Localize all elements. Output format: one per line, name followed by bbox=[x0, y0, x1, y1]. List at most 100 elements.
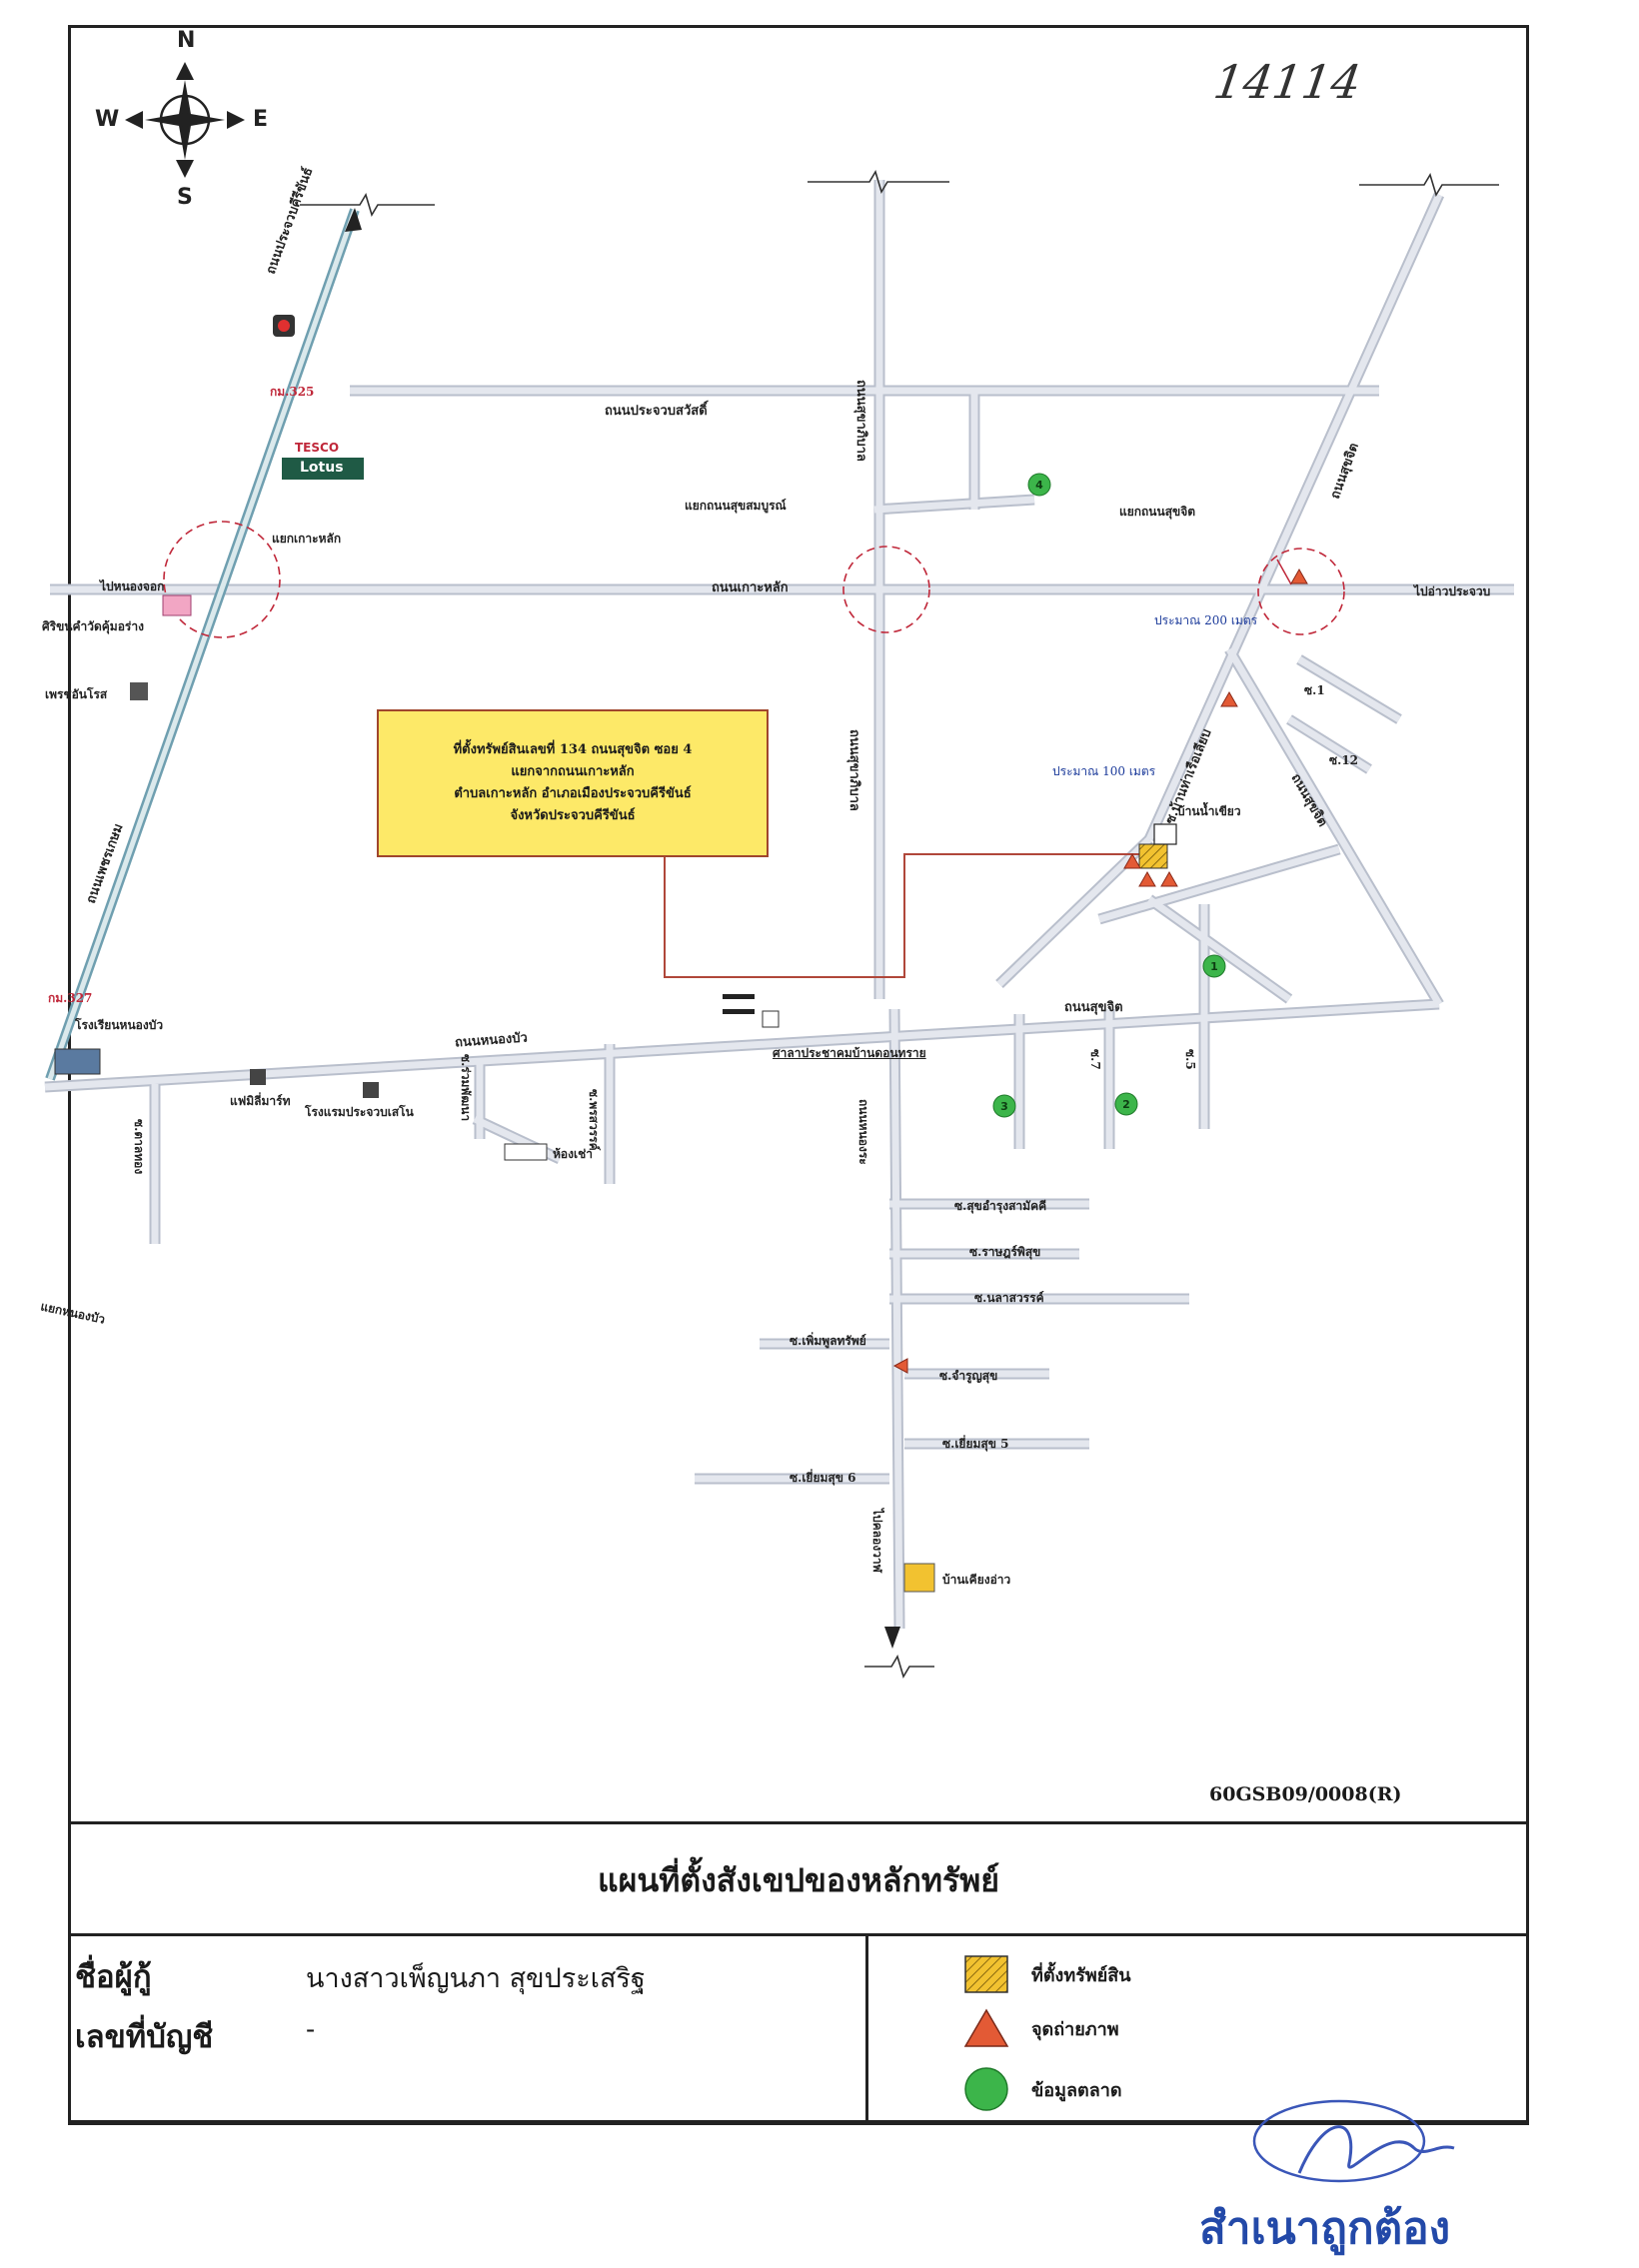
borrower-label: ชื่อผู้กู้ bbox=[75, 1959, 152, 1995]
highway-arrow-icon bbox=[345, 208, 362, 232]
label-to-khlong-wan: ไปคลองวาฬ bbox=[870, 1509, 884, 1573]
map-code: 60GSB09/0008(R) bbox=[1209, 1783, 1402, 1805]
label-store-a: แฟมิลี่มาร์ท bbox=[230, 1094, 291, 1108]
bridge-icon bbox=[723, 994, 755, 999]
compass-rose-icon bbox=[125, 62, 245, 178]
market-point-3: 3 bbox=[1000, 1100, 1008, 1113]
info-box: ชื่อผู้กู้ นางสาวเพ็ญนภา สุขประเสริฐ เลข… bbox=[68, 1933, 1529, 2125]
label-to-nong-khop: ไปหนองจอก bbox=[100, 579, 165, 593]
south-arrow-icon bbox=[884, 1627, 900, 1649]
market-point-2: 2 bbox=[1122, 1098, 1130, 1111]
label-mosque: ศาลาประชาคมบ้านดอนทราย bbox=[773, 1046, 926, 1060]
tesco-lotus-logo bbox=[282, 458, 364, 480]
photo-points bbox=[892, 567, 1308, 1374]
label-ban-kiang-ao: บ้านเคียงอ่าว bbox=[942, 1573, 1011, 1587]
certified-copy-stamp: สำเนาถูกต้อง bbox=[1199, 2203, 1451, 2254]
label-hotel: เพรชอันโรส bbox=[45, 687, 108, 701]
temple-icon bbox=[162, 594, 192, 616]
label-soi-1: ซ.1 bbox=[1304, 683, 1325, 697]
label-soi-a: ซ.สุขอำรุงสามัคคี bbox=[954, 1199, 1047, 1213]
road-label-prachuap-sawat: ถนนประจวบสวัสดิ์ bbox=[605, 404, 708, 419]
legend-market-label: ข้อมูลตลาด bbox=[1031, 2079, 1122, 2101]
map-title: แผนที่ตั้งสังเขปของหลักทรัพย์ bbox=[598, 1860, 999, 1899]
account-value: - bbox=[306, 2014, 316, 2045]
market-data-points bbox=[992, 473, 1226, 1118]
label-soi-7: ซ.7 bbox=[1088, 1049, 1102, 1070]
label-soi-12: ซ.12 bbox=[1329, 753, 1359, 767]
road-network bbox=[44, 180, 1514, 1630]
callout-leader-line bbox=[664, 853, 1139, 978]
triangle-icon bbox=[963, 2008, 1009, 2047]
info-divider bbox=[865, 1936, 868, 2122]
label-to-ao-prachuap: ไปอ่าวประจวบ bbox=[1414, 584, 1491, 598]
signature-scribble bbox=[1252, 2099, 1455, 2183]
road-label-sukhaphiban-2: ถนนสุขาภิบาล bbox=[846, 729, 861, 811]
road-label-sukhaphiban: ถนนสุขาภิบาล bbox=[853, 380, 868, 462]
location-map: 1 2 3 4 bbox=[44, 62, 1514, 1679]
label-yaek-suksamoen: แยกถนนสุขสมบูรณ์ bbox=[685, 499, 787, 513]
label-yaek-sukchit: แยกถนนสุขจิต bbox=[1119, 505, 1196, 519]
callout-line-2: แยกจากถนนเกาะหลัก bbox=[511, 764, 635, 779]
label-approx-100: ประมาณ 100 เมตร bbox=[1052, 764, 1156, 778]
market-point-1: 1 bbox=[1210, 960, 1218, 973]
bridge-icon-2 bbox=[723, 1009, 755, 1014]
callout-line-3: ตำบลเกาะหลัก อำเภอเมืองประจวบคีรีขันธ์ bbox=[454, 786, 692, 801]
label-room-rent: ห้องเช่า bbox=[553, 1147, 593, 1161]
pointer-arrow-line bbox=[1276, 559, 1292, 585]
hotel-icon bbox=[130, 682, 148, 700]
legend-property-label: ที่ตั้งทรัพย์สิน bbox=[1031, 1964, 1131, 1986]
label-lotus: Lotus bbox=[300, 460, 344, 476]
road-break-marks bbox=[300, 170, 1499, 1679]
green-circle-icon bbox=[964, 2067, 1008, 2111]
property-callout: ที่ตั้งทรัพย์สินเลขที่ 134 ถนนสุขจิต ซอย… bbox=[377, 709, 769, 857]
room-rent-icon bbox=[504, 1143, 548, 1161]
road-label-soi-thai: ถนนหนองระ bbox=[856, 1099, 870, 1165]
label-school: โรงเรียนหนองบัว bbox=[75, 1018, 164, 1032]
label-km325: กม.325 bbox=[270, 385, 315, 399]
handwritten-note: 14114 bbox=[1210, 55, 1365, 109]
compass-north: N bbox=[177, 28, 196, 53]
label-tesco: TESCO bbox=[295, 441, 340, 455]
label-yaek-ko-lak: แยกเกาะหลัก bbox=[272, 532, 342, 546]
borrower-value: นางสาวเพ็ญนภา สุขประเสริฐ bbox=[306, 1963, 646, 1994]
legend-photo: จุดถ่ายภาพ bbox=[963, 2008, 1119, 2048]
legend-property: ที่ตั้งทรัพย์สิน bbox=[963, 1954, 1131, 1994]
label-soi-d: ซ.เพิ่มพูลทรัพย์ bbox=[790, 1334, 866, 1348]
account-label: เลขที่บัญชี bbox=[75, 2019, 214, 2055]
store-b-icon bbox=[363, 1082, 379, 1098]
road-label-soi-prasat: ซ.พรสวรรค์ bbox=[587, 1089, 601, 1151]
ban-kiang-ao-marker bbox=[903, 1563, 935, 1593]
label-soi-g: ซ.เยี่ยมสุข 6 bbox=[790, 1471, 856, 1485]
label-soi-e: ซ.จำรูญสุข bbox=[939, 1369, 998, 1383]
property-location-marker bbox=[1138, 843, 1168, 869]
road-label-soi-dong: ซ.ตาลทอง bbox=[132, 1119, 146, 1175]
poi-icons bbox=[54, 315, 780, 1161]
road-label-soi-sukphan: ซ.ร่วมพัฒนา bbox=[459, 1054, 473, 1122]
legend-photo-label: จุดถ่ายภาพ bbox=[1031, 2018, 1119, 2040]
compass-west: W bbox=[95, 107, 120, 132]
label-soi-b: ซ.ราษฎร์พิสุข bbox=[969, 1245, 1041, 1259]
label-soi-c: ซ.นลาสวรรค์ bbox=[974, 1291, 1044, 1305]
title-bar: แผนที่ตั้งสังเขปของหลักทรัพย์ bbox=[68, 1821, 1529, 1936]
label-soi-f: ซ.เยี่ยมสุข 5 bbox=[942, 1437, 1009, 1451]
compass-east: E bbox=[253, 107, 269, 132]
hatched-square-icon bbox=[964, 1955, 1008, 1993]
road-label-ko-lak: ถนนเกาะหลัก bbox=[712, 580, 789, 595]
label-soi-5: ซ.5 bbox=[1183, 1049, 1197, 1070]
school-icon bbox=[54, 1048, 101, 1075]
callout-line-1: ที่ตั้งทรัพย์สินเลขที่ 134 ถนนสุขจิต ซอย… bbox=[453, 742, 693, 757]
compass-south: S bbox=[177, 185, 193, 210]
legend-market: ข้อมูลตลาด bbox=[963, 2066, 1122, 2112]
label-approx-200: ประมาณ 200 เมตร bbox=[1154, 613, 1258, 627]
property-house-icon bbox=[1153, 823, 1177, 845]
label-store-b: โรงแรมประจวบเสโน bbox=[305, 1105, 414, 1119]
label-temple: ศิริขนคำวัดคุ้มอร่าง bbox=[42, 619, 144, 633]
market-point-4: 4 bbox=[1035, 479, 1043, 492]
label-km327: กม.327 bbox=[48, 991, 93, 1005]
store-a-icon bbox=[250, 1069, 266, 1085]
callout-line-4: จังหวัดประจวบคีรีขันธ์ bbox=[510, 808, 636, 823]
mosque-icon bbox=[762, 1010, 780, 1028]
road-label-sukchit-2: ถนนสุขจิต bbox=[1064, 1000, 1123, 1015]
intersection-markers bbox=[163, 521, 1345, 638]
label-ban-nang-lieo: บ้านน้ำเขียว bbox=[1177, 804, 1241, 818]
